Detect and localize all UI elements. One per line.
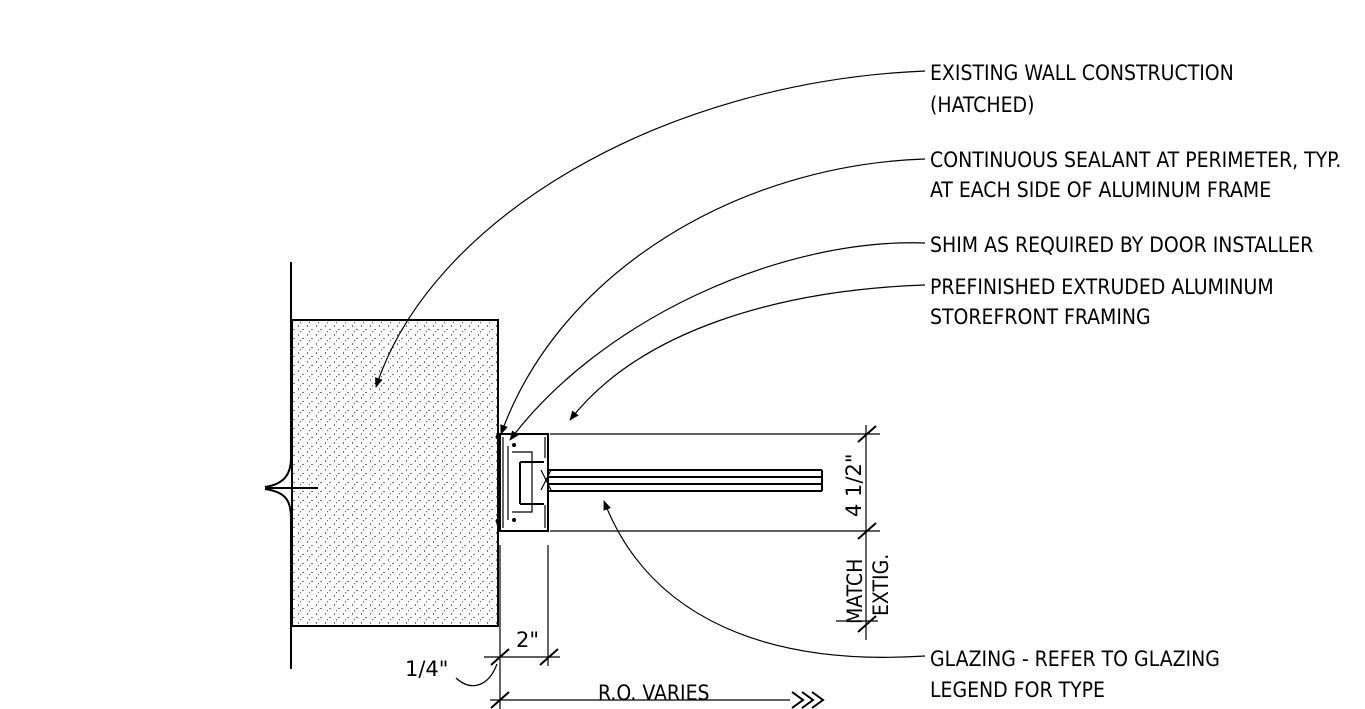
callout-wall-line1: EXISTING WALL CONSTRUCTION xyxy=(930,61,1234,85)
frame-depth-label: 4 1/2" xyxy=(842,454,866,518)
leaders xyxy=(374,70,926,658)
match-existing-label-1: MATCH xyxy=(843,559,867,624)
callout-sealant: CONTINUOUS SEALANT AT PERIMETER, TYP. AT… xyxy=(930,148,1341,202)
glazing-unit xyxy=(548,469,823,492)
existing-wall xyxy=(264,262,499,669)
match-existing-label-2: EXTIG. xyxy=(869,554,893,616)
callout-shim-line1: SHIM AS REQUIRED BY DOOR INSTALLER xyxy=(930,233,1313,257)
callout-framing-line1: PREFINISHED EXTRUDED ALUMINUM xyxy=(930,275,1274,299)
callout-glazing-line1: GLAZING - REFER TO GLAZING xyxy=(930,647,1220,671)
callout-framing: PREFINISHED EXTRUDED ALUMINUM STOREFRONT… xyxy=(930,275,1274,329)
callout-framing-line2: STOREFRONT FRAMING xyxy=(930,305,1151,329)
callout-shim: SHIM AS REQUIRED BY DOOR INSTALLER xyxy=(930,233,1313,257)
frame-depth-dimension: 4 1/2" MATCH EXTIG. xyxy=(550,425,893,640)
bottom-dimensions: 2" 1/4" R.O. VARIES xyxy=(405,545,825,709)
callout-sealant-line1: CONTINUOUS SEALANT AT PERIMETER, TYP. xyxy=(930,148,1341,172)
callout-sealant-line2: AT EACH SIDE OF ALUMINUM FRAME xyxy=(930,178,1271,202)
frame-width-label: 2" xyxy=(516,628,539,652)
storefront-frame xyxy=(495,433,552,532)
rough-opening-label: R.O. VARIES xyxy=(598,681,710,705)
callout-wall-line2: (HATCHED) xyxy=(930,93,1034,117)
callout-wall: EXISTING WALL CONSTRUCTION (HATCHED) xyxy=(930,61,1234,117)
gap-label: 1/4" xyxy=(405,657,448,681)
callout-glazing-line2: LEGEND FOR TYPE xyxy=(930,678,1105,702)
callout-glazing: GLAZING - REFER TO GLAZING LEGEND FOR TY… xyxy=(930,647,1220,702)
